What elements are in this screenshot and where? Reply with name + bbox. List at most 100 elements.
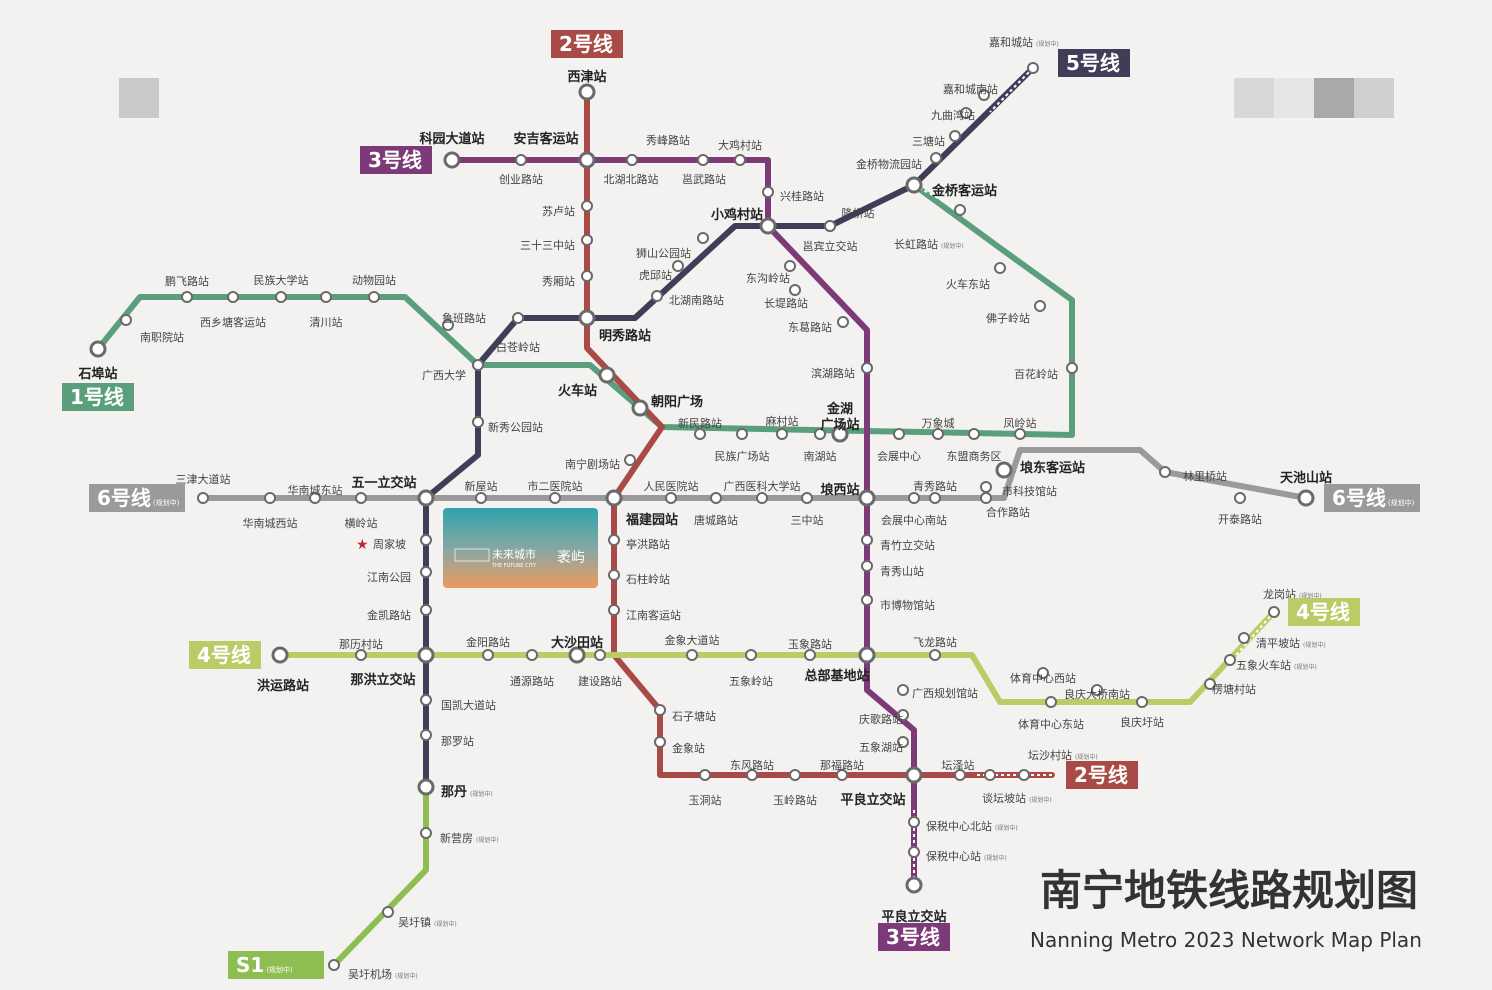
station-dot[interactable] [1066,362,1078,374]
station-dot[interactable] [897,736,909,748]
station-dot[interactable] [578,151,596,169]
station-dot[interactable] [665,492,677,504]
station-dot[interactable] [605,489,623,507]
station-dot[interactable] [861,534,873,546]
station-dot[interactable] [932,428,944,440]
station-dot[interactable] [699,769,711,781]
station-dot[interactable] [756,492,768,504]
station-dot[interactable] [368,291,380,303]
station-dot[interactable] [420,827,432,839]
station-dot[interactable] [626,154,638,166]
station-dot[interactable] [836,769,848,781]
station-dot[interactable] [320,291,332,303]
station-dot[interactable] [831,425,849,443]
station-dot[interactable] [355,492,367,504]
station-dot[interactable] [697,154,709,166]
station-dot[interactable] [417,778,435,796]
station-dot[interactable] [804,649,816,661]
station-dot[interactable] [608,534,620,546]
station-dot[interactable] [1238,632,1250,644]
station-dot[interactable] [995,461,1013,479]
station-dot[interactable] [672,260,684,272]
station-dot[interactable] [858,489,876,507]
station-dot[interactable] [578,83,596,101]
station-dot[interactable] [897,684,909,696]
station-dot[interactable] [968,428,980,440]
station-dot[interactable] [759,217,777,235]
station-dot[interactable] [1027,62,1039,74]
station-dot[interactable] [578,309,596,327]
station-dot[interactable] [929,649,941,661]
station-dot[interactable] [697,232,709,244]
station-dot[interactable] [905,766,923,784]
station-dot[interactable] [908,846,920,858]
station-dot[interactable] [608,604,620,616]
station-dot[interactable] [908,816,920,828]
station-dot[interactable] [746,769,758,781]
station-dot[interactable] [1234,492,1246,504]
station-dot[interactable] [710,492,722,504]
station-dot[interactable] [1014,428,1026,440]
station-dot[interactable] [1037,667,1049,679]
station-dot[interactable] [442,319,454,331]
station-dot[interactable] [837,316,849,328]
station-dot[interactable] [608,569,620,581]
station-dot[interactable] [515,154,527,166]
station-dot[interactable] [789,769,801,781]
station-dot[interactable] [594,649,606,661]
station-dot[interactable] [382,906,394,918]
station-dot[interactable] [861,560,873,572]
station-dot[interactable] [980,492,992,504]
station-dot[interactable] [801,492,813,504]
station-dot[interactable] [954,769,966,781]
station-dot[interactable] [581,270,593,282]
station-dot[interactable] [1136,696,1148,708]
station-dot[interactable] [624,454,636,466]
station-dot[interactable] [1034,300,1046,312]
station-dot[interactable] [861,362,873,374]
station-dot[interactable] [654,704,666,716]
station-dot[interactable] [994,262,1006,274]
station-dot[interactable] [417,489,435,507]
station-dot[interactable] [929,492,941,504]
station-dot[interactable] [181,291,193,303]
station-dot[interactable] [814,428,826,440]
station-dot[interactable] [745,649,757,661]
station-dot[interactable] [908,492,920,504]
station-dot[interactable] [861,594,873,606]
station-dot[interactable] [654,736,666,748]
station-dot[interactable] [526,649,538,661]
station-dot[interactable] [512,312,524,324]
station-dot[interactable] [905,176,923,194]
station-dot[interactable] [734,154,746,166]
station-dot[interactable] [309,492,321,504]
station-dot[interactable] [631,399,649,417]
station-dot[interactable] [978,89,990,101]
station-dot[interactable] [651,290,663,302]
station-dot[interactable] [1204,678,1216,690]
station-dot[interactable] [328,959,340,971]
station-dot[interactable] [264,492,276,504]
station-dot[interactable] [420,729,432,741]
station-dot[interactable] [482,649,494,661]
station-dot[interactable] [893,428,905,440]
station-dot[interactable] [960,107,972,119]
station-dot[interactable] [930,152,942,164]
station-dot[interactable] [581,234,593,246]
station-dot[interactable] [980,481,992,493]
station-dot[interactable] [1268,606,1280,618]
station-dot[interactable] [824,220,836,232]
station-dot[interactable] [905,876,923,894]
station-dot[interactable] [776,428,788,440]
station-dot[interactable] [789,284,801,296]
station-dot[interactable] [472,416,484,428]
station-dot[interactable] [897,709,909,721]
station-dot[interactable] [120,314,132,326]
station-dot[interactable] [1297,489,1315,507]
station-dot[interactable] [271,646,289,664]
station-dot[interactable] [443,151,461,169]
station-dot[interactable] [1224,654,1236,666]
station-dot[interactable] [355,649,367,661]
station-dot[interactable] [475,492,487,504]
station-dot[interactable] [1159,466,1171,478]
